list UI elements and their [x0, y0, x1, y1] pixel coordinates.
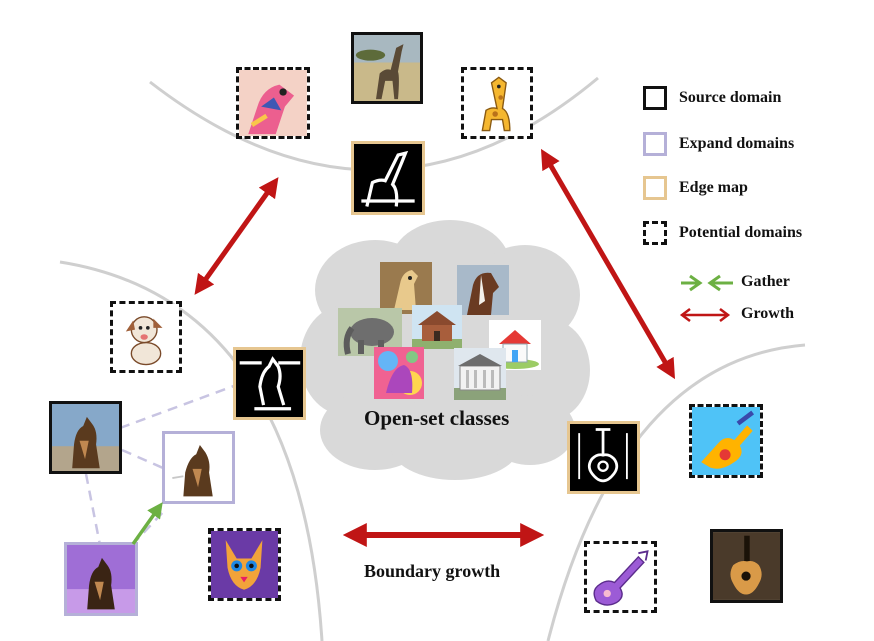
elephant-photo: [338, 308, 402, 356]
dog-edge-icon: [236, 350, 303, 417]
legend-expand: Expand domains: [643, 130, 794, 158]
legend-potential: Potential domains: [643, 219, 802, 247]
dashed-link-photo-expand2: [121, 448, 164, 470]
dashed-link-photo-expand: [119, 378, 251, 430]
giraffe-edge-icon: [354, 144, 422, 212]
guitar-edge-tile: [567, 421, 640, 494]
guitar-photo-tile: [710, 529, 783, 603]
giraffe-painting-icon: [239, 70, 307, 136]
giraffe-painting-tile: [236, 67, 310, 139]
dog-cartoon-tile: [110, 301, 182, 373]
legend-growth-label: Growth: [741, 305, 795, 322]
horse-photo-2: [457, 265, 509, 315]
guitar-photo-icon: [713, 532, 780, 600]
giraffe-photo-icon: [354, 35, 420, 101]
legend-potential-swatch: [643, 221, 667, 245]
gather-legend-icon: [681, 274, 733, 292]
legend-edge: Edge map: [643, 174, 748, 202]
dog-photo-tile: [49, 401, 122, 474]
legend-potential-label: Potential domains: [679, 224, 803, 241]
giraffe-cartoon-icon: [464, 70, 530, 136]
legend-edge-swatch: [643, 176, 667, 200]
growth-arrow-top-left: [194, 177, 279, 295]
growth-legend-icon: [679, 308, 731, 322]
dog-expand-tile: [162, 431, 235, 504]
guitar-cartoon-tile: [584, 541, 657, 613]
legend-expand-label: Expand domains: [679, 135, 795, 152]
dog-edge-tile: [233, 347, 306, 420]
open-set-title: Open-set classes: [364, 406, 510, 430]
legend-source: Source domain: [643, 84, 781, 112]
right-boundary-curve: [546, 343, 806, 641]
dog-painting-tile: [208, 528, 281, 601]
legend-source-label: Source domain: [679, 89, 782, 106]
legend-gather-label: Gather: [741, 273, 790, 290]
legend-source-swatch: [643, 86, 667, 110]
giraffe-photo-tile: [351, 32, 423, 104]
guitar-painting-tile: [689, 404, 763, 478]
giraffe-cartoon-tile: [461, 67, 533, 139]
dashed-link-photo-down: [84, 473, 102, 546]
giraffe-edge-tile: [351, 141, 425, 215]
boundary-growth-label: Boundary growth: [364, 561, 501, 581]
dog-photo-icon: [52, 404, 119, 471]
legend-expand-swatch: [643, 132, 667, 156]
dog-expand-purple-tile: [64, 542, 138, 616]
elephant-painting: [374, 347, 424, 399]
guitar-edge-icon: [570, 424, 637, 491]
house-photo: [412, 305, 462, 349]
gather-arrow: [131, 502, 163, 546]
mansion-photo: [454, 348, 506, 400]
dog-cartoon-icon: [113, 304, 179, 370]
legend-edge-label: Edge map: [679, 179, 748, 196]
growth-arrow-top-right: [540, 148, 676, 380]
